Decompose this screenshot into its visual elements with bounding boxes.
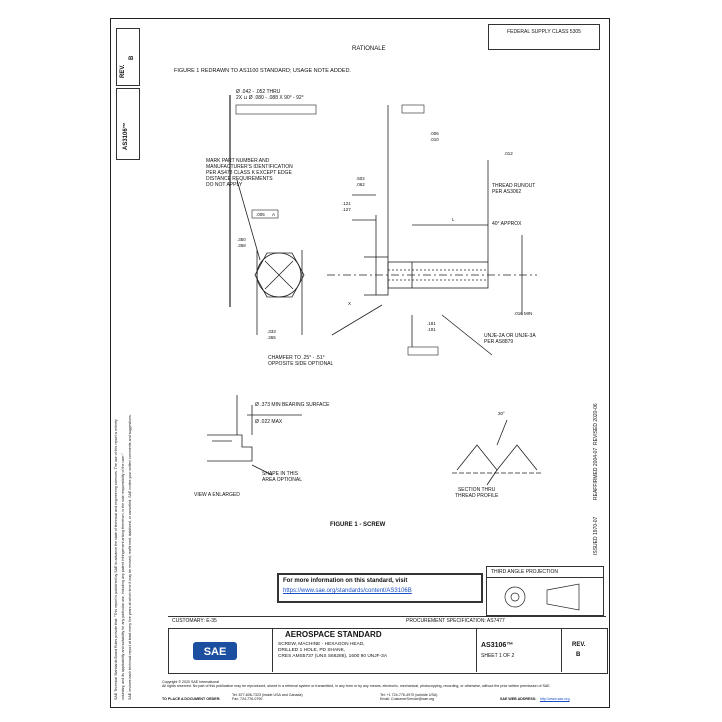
title-heading: AEROSPACE STANDARD: [285, 630, 382, 639]
max-dia-note: Ø .022 MAX: [255, 419, 283, 425]
mark-note: MARK PART NUMBER AND MANUFACTURER'S IDEN…: [206, 158, 293, 188]
dim-d17: X: [348, 301, 351, 306]
footer-feedback: SAE WEB ADDRESS:: [500, 697, 537, 701]
supply-class-box: FEDERAL SUPPLY CLASS 5305: [488, 24, 600, 50]
shape-note: SHAPE IN THIS AREA OPTIONAL: [262, 471, 303, 483]
footer-web[interactable]: http://www.sae.org: [540, 697, 570, 701]
dim-d18: 30°: [498, 411, 505, 416]
left-rev-box: [116, 28, 140, 86]
rationale-heading: RATIONALE: [352, 46, 386, 52]
dim-d14: L: [452, 217, 455, 222]
dim-d8: .365: [267, 335, 276, 340]
footer-copyright: Copyright © 2020 SAE International: [162, 680, 219, 684]
approx-40-note: 40° APPROX: [492, 221, 522, 227]
dia-callout: Ø .042 - .052 THRU 2X ⊔ Ø .080 - .088 X …: [236, 89, 304, 101]
sae-logo-text: SAE: [204, 646, 227, 658]
sae-logo: SAE: [193, 642, 237, 660]
title-block: [168, 628, 608, 674]
drawing-sheet: [110, 18, 610, 708]
dim-d12: .191: [427, 327, 436, 332]
dim-d16: A: [272, 212, 275, 217]
dim-d4: .358: [237, 243, 246, 248]
dim-d3: .350: [237, 237, 246, 242]
chamfer-note: CHAMFER TO .25° - .51° OPPOSITE SIDE OPT…: [268, 355, 334, 367]
standard-link[interactable]: https://www.sae.org/standards/content/AS…: [283, 588, 412, 594]
dim-d15: .005: [256, 212, 265, 217]
footer-tel2: Tel: +1 724-776-4970 (outside USA) Email…: [380, 693, 438, 702]
bearing-surface-note: Ø .373 MIN BEARING SURFACE: [255, 402, 330, 408]
dim-d6: .127: [342, 207, 351, 212]
title-number: AS3106™: [481, 642, 514, 649]
thread-spec-note: UNJE-2A OR UNJE-3A PER AS8879: [484, 333, 536, 345]
footer-order: TO PLACE A DOCUMENT ORDER:: [162, 697, 221, 701]
dim-d1: .006: [430, 131, 439, 136]
info-box: For more information on this standard, v…: [277, 573, 483, 603]
projection-box: THIRD ANGLE PROJECTION: [486, 566, 604, 616]
projection-label: THIRD ANGLE PROJECTION: [487, 567, 603, 578]
projection-symbol: [504, 583, 580, 611]
view-a-label: VIEW A ENLARGED: [194, 492, 240, 498]
title-rev-label: REV.: [572, 642, 586, 648]
thread-runout-note: THREAD RUNOUT PER AS3062: [492, 183, 536, 195]
title-sheet: SHEET 1 OF 2: [481, 653, 515, 659]
procurement-label: PROCUREMENT SPECIFICATION: AS7477: [406, 618, 505, 624]
figure-caption: FIGURE 1 - SCREW: [330, 522, 386, 528]
dim-d2: .010: [430, 137, 439, 142]
thread-profile: [456, 444, 538, 471]
footer-tel: Tel: 877-606-7323 (inside USA and Canada…: [232, 693, 303, 702]
dim-d11: .181: [427, 321, 436, 326]
dim-d7: .333: [267, 329, 276, 334]
logo-cell: [168, 628, 273, 672]
dim-d10: .062: [356, 182, 365, 187]
title-desc: SCREW, MACHINE - HEXAGON HEAD, DRILLED 1…: [278, 642, 388, 659]
footer-rights: All rights reserved. No part of this pub…: [162, 684, 551, 689]
title-rev-value: B: [576, 652, 581, 658]
dim-d5: .121: [342, 201, 351, 206]
dim-d19: .012: [504, 151, 513, 156]
dim-d13: .016 MIN: [514, 311, 532, 316]
figure-note: FIGURE 1 REDRAWN TO AS1100 STANDARD; USA…: [174, 68, 351, 74]
hex-head: [254, 252, 305, 298]
footer: Copyright © 2020 SAE International All r…: [162, 680, 606, 689]
number-cell: [476, 628, 562, 672]
screw-drawing: .006 .010 .350 .358 .121 .127 .333 .365 …: [207, 95, 542, 486]
section-label: SECTION THRU THREAD PROFILE: [455, 487, 499, 499]
info-title: For more information on this standard, v…: [283, 578, 408, 584]
screw-shank: [387, 261, 489, 289]
dim-d9: .502: [356, 176, 365, 181]
left-docnum-box: [116, 88, 140, 160]
customary-label: CUSTOMARY: E-35: [172, 618, 217, 624]
screw-head-side: [375, 256, 389, 296]
